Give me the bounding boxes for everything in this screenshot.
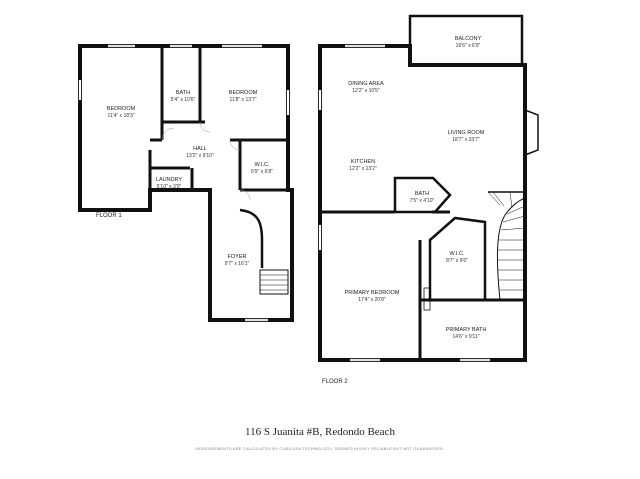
room-name: PRIMARY BEDROOM: [345, 290, 400, 296]
measurement-disclaimer: MEASUREMENTS ARE CALCULATED BY CUBICASA …: [195, 446, 445, 451]
floor-2-labels: BALCONY 16'6" x 6'9" DINING AREA 12'2" x…: [322, 36, 486, 385]
room-name: BEDROOM: [107, 106, 136, 112]
floor-plan: BEDROOM 11'4" x 18'3" BATH 5'4" x 10'6" …: [78, 14, 539, 385]
room-name: BATH: [176, 90, 190, 96]
floor-1-labels: BEDROOM 11'4" x 18'3" BATH 5'4" x 10'6" …: [96, 90, 273, 267]
room-name: LAUNDRY: [156, 177, 183, 183]
stairs: [259, 269, 289, 295]
fixture: [423, 287, 431, 311]
room-dimensions: 11'4" x 18'3": [107, 113, 134, 119]
room-name: KITCHEN: [351, 159, 375, 165]
floor-2-plan: [318, 14, 539, 362]
room-dimensions: 11'8" x 13'7": [229, 97, 256, 103]
room-dimensions: 5'10" x 3'0": [157, 184, 182, 190]
room-dimensions: 12'2" x 13'2": [349, 166, 377, 172]
room-dimensions: 12'2" x 10'5": [352, 88, 380, 94]
wall: [162, 46, 205, 124]
room-name: BATH: [415, 191, 429, 197]
floor-1-outer-wall: [78, 44, 294, 322]
wall: [148, 138, 194, 190]
room-name: BEDROOM: [229, 90, 258, 96]
room-dimensions: 14'6" x 9'11": [452, 334, 479, 340]
room-name: HALL: [193, 146, 207, 152]
room-name: BALCONY: [455, 36, 482, 42]
window: [78, 44, 290, 322]
door-swing: [161, 121, 251, 201]
spiral-stairs: [488, 191, 526, 301]
room-dimensions: 9'7" x 16'1": [225, 261, 250, 267]
room-dimensions: 5'4" x 10'6": [171, 97, 196, 103]
room-dimensions: 13'2" x 9'10": [186, 153, 214, 159]
spiral-stairs-treads: [487, 191, 526, 291]
room-name: LIVING ROOM: [448, 130, 485, 136]
property-address: 116 S Juanita #B, Redondo Beach: [245, 426, 395, 438]
window: [318, 44, 490, 362]
floor-2-outer-wall: [318, 44, 527, 362]
room-name: DINING AREA: [348, 81, 384, 87]
room-dimensions: 7'5" x 4'10": [410, 198, 435, 204]
room-dimensions: 8'7" x 9'6": [446, 258, 468, 264]
floor-label: FLOOR 1: [96, 213, 122, 219]
floor-label: FLOOR 2: [322, 379, 348, 385]
room-name: W.I.C.: [450, 251, 465, 257]
floor-1-plan: [78, 44, 294, 322]
room-dimensions: 16'6" x 6'9": [456, 43, 481, 49]
wall: [393, 176, 452, 214]
window-lines: [345, 45, 490, 361]
room-dimensions: 5'9" x 6'8": [251, 169, 273, 175]
spiral-stairs-curve: [496, 197, 526, 301]
stairs-treads: [260, 274, 288, 291]
wall: [239, 208, 264, 268]
room-dimensions: 17'4" x 20'8": [358, 297, 386, 303]
room-dimensions: 18'7" x 33'7": [452, 137, 480, 143]
window-lines: [108, 45, 268, 321]
room-name: PRIMARY BATH: [446, 327, 487, 333]
room-name: W.I.C.: [255, 162, 270, 168]
bay-window: [524, 109, 539, 156]
wall: [230, 138, 288, 192]
room-name: FOYER: [228, 254, 247, 260]
